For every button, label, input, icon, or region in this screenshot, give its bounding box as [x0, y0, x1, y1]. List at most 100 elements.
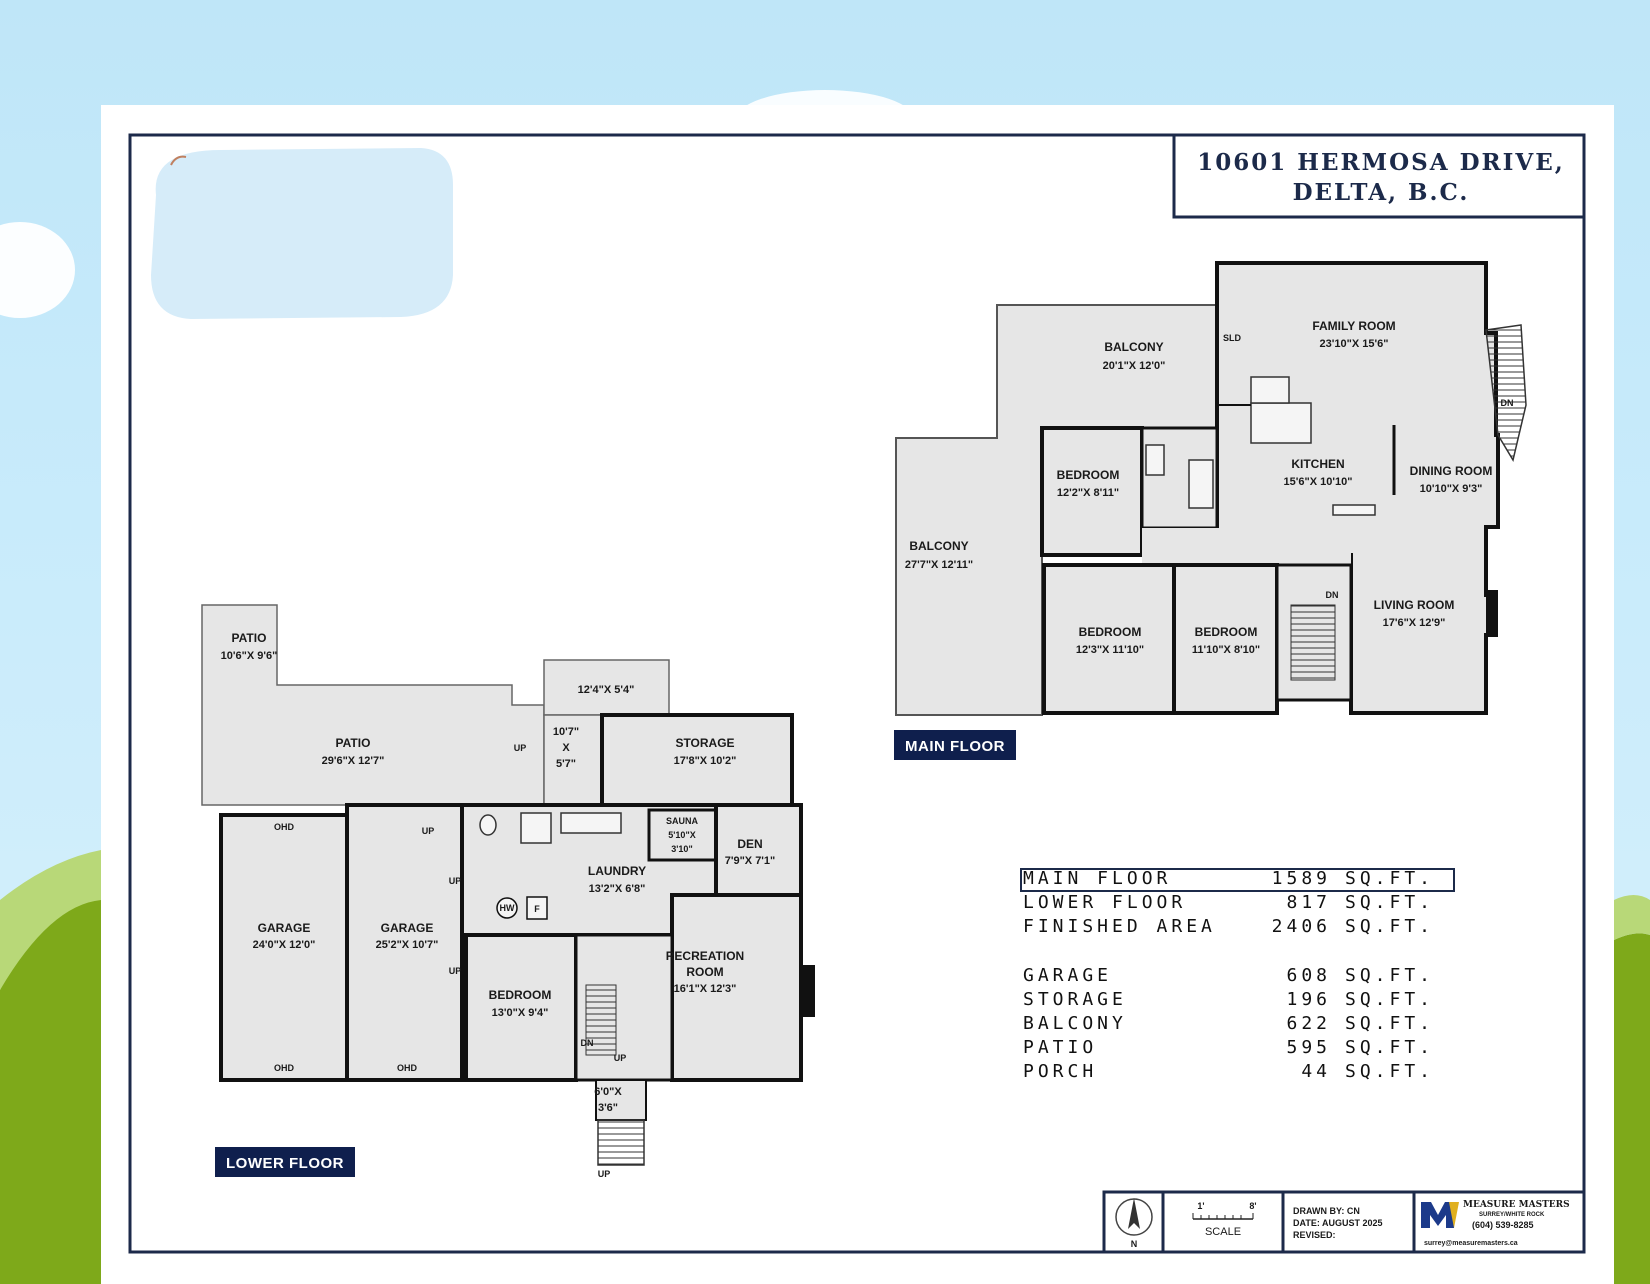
lower-bedroom-name: BEDROOM [489, 988, 552, 1002]
main-dn-stair: DN [1326, 590, 1339, 600]
lower-porch-top [543, 659, 670, 716]
area-label-5: BALCONY [1023, 1013, 1127, 1034]
company-logo [1421, 1202, 1459, 1228]
lower-entry-l1: 6'0"X [594, 1086, 622, 1098]
area-value-1: 817 [1286, 892, 1331, 913]
area-table: MAIN FLOOR 1589 SQ.FT. LOWER FLOOR 817 S… [1020, 868, 1455, 1082]
lower-vanity [560, 812, 622, 834]
main-floor-badge [894, 730, 1016, 760]
lower-rec-fireplace [801, 965, 815, 1017]
lower-garage-a-dim: 24'0"X 12'0" [253, 939, 316, 951]
main-bedroom-b-dim: 12'3"X 11'10" [1076, 644, 1144, 656]
lower-garage-b-name: GARAGE [381, 921, 434, 935]
lower-entry-shape [595, 1079, 647, 1121]
main-fireplace [1486, 590, 1498, 637]
lower-porch-side-l2: X [562, 742, 570, 754]
area-unit-3: SQ.FT. [1345, 965, 1434, 986]
scale-left-label: 1' [1197, 1201, 1204, 1211]
lower-porch-side-l3: 5'7" [556, 758, 576, 770]
floor-plan-sheet: 10601 HERMOSA DRIVE, DELTA, B.C. BAL [101, 105, 1614, 1284]
main-family-room-dim: 23'10"X 15'6" [1320, 338, 1389, 350]
lower-den-shape [714, 803, 803, 897]
main-dining-room-dim: 10'10"X 9'3" [1420, 483, 1483, 495]
area-unit-6: SQ.FT. [1345, 1037, 1434, 1058]
lower-patio-small-name: PATIO [232, 631, 267, 645]
area-unit-4: SQ.FT. [1345, 989, 1434, 1010]
company-name: MEASURE MASTERS [1463, 1200, 1570, 1210]
lower-recreation-dim: 16'1"X 12'3" [674, 983, 737, 995]
main-bedroom-c-name: BEDROOM [1195, 625, 1258, 639]
title-line-1: 10601 HERMOSA DRIVE, [1197, 149, 1565, 176]
lower-up-porch: UP [514, 743, 527, 753]
lower-shower [520, 812, 552, 844]
lower-bedroom-shape [464, 933, 578, 1082]
f-label: F [534, 904, 540, 914]
main-kitchen-dim: 15'6"X 10'10" [1284, 476, 1353, 488]
main-kitchen-name: KITCHEN [1291, 457, 1344, 471]
area-value-5: 622 [1286, 1013, 1331, 1034]
hill-left-light [0, 850, 101, 990]
main-balcony-top-dim: 20'1"X 12'0" [1103, 360, 1166, 372]
title-line-2: DELTA, B.C. [1293, 179, 1470, 206]
up-label-garage: UP [422, 826, 435, 836]
lower-storage-shape [600, 713, 794, 807]
up-label-laundry: UP [449, 876, 462, 886]
lower-recreation-name-2: ROOM [686, 965, 723, 979]
kitchen-island [1332, 504, 1376, 516]
kitchen-counter [1250, 402, 1312, 444]
ohd-label-b-bottom: OHD [397, 1063, 418, 1073]
hill-right-light [1614, 895, 1650, 940]
main-hall-shape [1142, 528, 1351, 565]
main-stairs [1290, 604, 1336, 681]
up-label-stair: UP [614, 1053, 627, 1063]
kitchen-pantry [1250, 376, 1290, 404]
drawn-by: DRAWN BY: CN [1293, 1206, 1360, 1216]
lower-recreation-shape [670, 893, 803, 1082]
lower-exterior-stairs [597, 1119, 645, 1166]
revised-label: REVISED: [1293, 1230, 1336, 1240]
main-balcony-top-name: BALCONY [1104, 340, 1163, 354]
lower-sauna-name: SAUNA [666, 816, 699, 826]
furnace [526, 896, 548, 920]
lower-floor-badge [215, 1147, 355, 1177]
lower-storage-name: STORAGE [675, 736, 734, 750]
lower-laundry-name: LAUNDRY [588, 864, 646, 878]
lower-storage-dim: 17'8"X 10'2" [674, 755, 737, 767]
area-value-3: 608 [1286, 965, 1331, 986]
lower-laundry-dim: 13'2"X 6'8" [589, 883, 646, 895]
lower-floor-plan: PATIO 10'6"X 9'6" 12'4"X 5'4" PATIO 29'6… [201, 604, 815, 1179]
finished-area-box [1020, 868, 1455, 892]
area-label-7: PORCH [1023, 1061, 1097, 1082]
hw-label: HW [500, 903, 515, 913]
main-living-room-name: LIVING ROOM [1374, 598, 1455, 612]
lower-sauna-shape [647, 808, 718, 862]
main-dining-room-name: DINING ROOM [1410, 464, 1493, 478]
main-balcony-left-name: BALCONY [909, 539, 968, 553]
lower-floor-badge-text: LOWER FLOOR [226, 1155, 344, 1172]
title-block: 10601 HERMOSA DRIVE, DELTA, B.C. [1172, 135, 1584, 219]
main-floor-plan: BALCONY 20'1"X 12'0" FAMILY ROOM 23'10"X… [894, 261, 1527, 760]
main-bedroom-a-dim: 12'2"X 8'11" [1057, 487, 1119, 499]
area-unit-1: SQ.FT. [1345, 892, 1434, 913]
floor-plan: 10601 HERMOSA DRIVE, DELTA, B.C. BAL [128, 133, 1586, 1254]
area-value-4: 196 [1286, 989, 1331, 1010]
area-unit-5: SQ.FT. [1345, 1013, 1434, 1034]
lower-sauna-l1: 5'10"X [668, 830, 695, 840]
lower-patio-shape [201, 604, 545, 806]
main-bedroom-c-dim: 11'10"X 8'10" [1192, 644, 1260, 656]
main-floor-badge-text: MAIN FLOOR [905, 738, 1005, 755]
main-exterior-stairs [1485, 324, 1527, 462]
dn-label-lower: DN [581, 1038, 594, 1048]
footer-block: N 1' 8' SCALE DRAWN BY: CN DATE: AUGUST … [1102, 1190, 1586, 1254]
cloud-left [0, 222, 75, 318]
lower-porch-side-l1: 10'7" [553, 726, 579, 738]
main-bedroom-c-shape [1172, 563, 1279, 715]
area-label-2: FINISHED AREA [1023, 916, 1216, 937]
area-value-0: 1589 [1272, 868, 1331, 889]
area-unit-0: SQ.FT. [1345, 868, 1434, 889]
lower-entry-l2: 3'6" [598, 1102, 618, 1114]
sheet-border [128, 133, 1586, 1254]
lower-toilet [479, 814, 497, 836]
area-label-0: MAIN FLOOR [1023, 868, 1171, 889]
bath-sink [1145, 444, 1165, 476]
